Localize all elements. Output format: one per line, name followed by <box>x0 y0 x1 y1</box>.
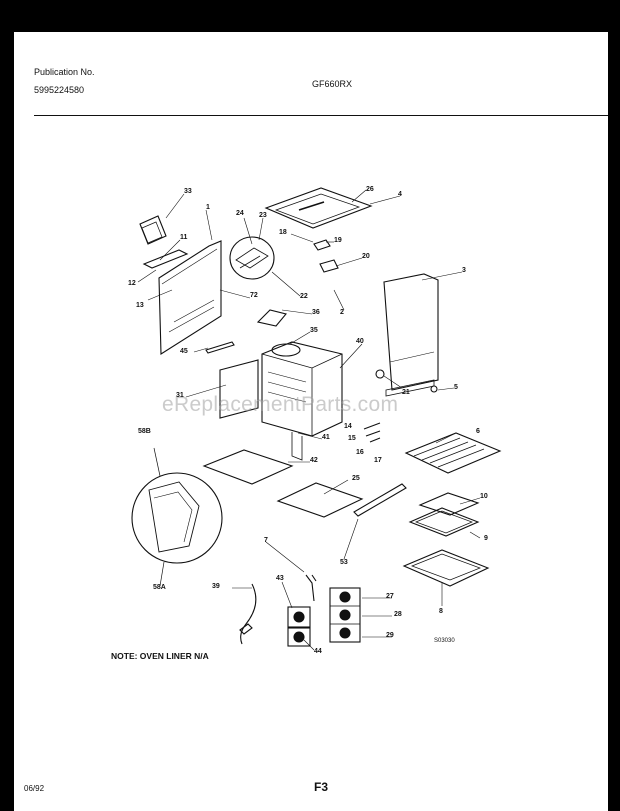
part-label-3: 3 <box>462 267 466 274</box>
part-label-26: 26 <box>366 186 374 193</box>
part-label-7: 7 <box>264 537 268 544</box>
part-26-cooktop <box>264 187 373 229</box>
part-18-shape <box>313 239 331 251</box>
part-39-cord <box>240 583 257 645</box>
publication-number: 5995224580 <box>34 85 85 95</box>
part-label-5: 5 <box>454 384 458 391</box>
part-11-bracket <box>142 249 189 269</box>
part-label-21: 21 <box>402 389 410 396</box>
part-label-18: 18 <box>279 229 287 236</box>
part-31-panel <box>219 359 259 419</box>
part-label-13: 13 <box>136 302 144 309</box>
part-label-15: 15 <box>348 435 356 442</box>
part-label-8: 8 <box>439 608 443 615</box>
footer-page-number: F3 <box>314 780 329 794</box>
part-label-25: 25 <box>352 475 360 482</box>
part-58-insulation-detail <box>131 472 223 564</box>
part-label-27: 27 <box>386 593 394 600</box>
part-label-24: 24 <box>236 210 244 217</box>
part-label-43: 43 <box>276 575 284 582</box>
part-25-panel <box>276 482 364 518</box>
part-label-20: 20 <box>362 253 370 260</box>
part-3-back-panel <box>383 273 439 391</box>
part-label-16: 16 <box>356 449 364 456</box>
part-20-shape <box>319 259 339 273</box>
part-label-39: 39 <box>212 583 220 590</box>
part-42-panel <box>202 449 294 485</box>
part-21-part <box>375 369 385 379</box>
publication-label: Publication No. <box>34 67 95 77</box>
header-divider <box>34 115 608 116</box>
part-label-10: 10 <box>480 493 488 500</box>
oven-body <box>261 341 343 437</box>
part-14-17-parts <box>363 422 381 443</box>
leader-lines <box>137 189 481 651</box>
exploded-view-diagram <box>131 187 502 651</box>
part-label-11: 11 <box>180 234 188 241</box>
part-label-42: 42 <box>310 457 318 464</box>
part-35-burner <box>271 343 301 357</box>
part-label-36: 36 <box>312 309 320 316</box>
part-label-17: 17 <box>374 457 382 464</box>
part-27-29-box <box>329 587 361 643</box>
oven-liner-note: NOTE: OVEN LINER N/A <box>111 651 209 661</box>
part-9-broiler-pan <box>408 507 480 537</box>
part-label-45: 45 <box>180 348 188 355</box>
part-label-29: 29 <box>386 632 394 639</box>
part-8-drawer <box>402 549 490 587</box>
part-label-1: 1 <box>206 204 210 211</box>
footer-date: 06/92 <box>24 784 45 793</box>
parts-diagram-page: Publication No. 5995224580 GF660RX <box>14 32 608 811</box>
part-label-4: 4 <box>398 191 402 198</box>
part-label-23: 23 <box>259 212 267 219</box>
part-6-oven-rack <box>404 432 502 474</box>
part-23-detail-circle <box>229 236 275 280</box>
model-number: GF660RX <box>312 79 353 89</box>
part-5-part <box>430 385 438 393</box>
part-label-58a: 58A <box>153 584 166 591</box>
part-label-58b: 58B <box>138 428 151 435</box>
part-10-broiler-insert <box>418 492 480 516</box>
part-label-14: 14 <box>344 423 352 430</box>
part-label-41: 41 <box>322 434 330 441</box>
part-label-53: 53 <box>340 559 348 566</box>
part-label-40: 40 <box>356 338 364 345</box>
part-label-31: 31 <box>176 392 184 399</box>
part-label-35: 35 <box>310 327 318 334</box>
part-label-72: 72 <box>250 292 258 299</box>
part-label-6: 6 <box>476 428 480 435</box>
part-label-33: 33 <box>184 188 192 195</box>
part-1-side-panel <box>158 240 222 355</box>
part-label-19: 19 <box>334 237 342 244</box>
part-53-rail <box>353 483 407 517</box>
part-label-28: 28 <box>394 611 402 618</box>
part-45-strip <box>205 341 235 354</box>
part-label-22: 22 <box>300 293 308 300</box>
part-label-44: 44 <box>314 648 322 655</box>
part-33-shape <box>139 215 167 245</box>
watermark: eReplacementParts.com <box>162 393 399 416</box>
part-43-knob-box <box>287 606 311 628</box>
part-7-parts <box>305 574 317 602</box>
drawing-code: S03030 <box>434 638 455 644</box>
part-36-shape <box>256 309 287 327</box>
part-label-9: 9 <box>484 535 488 542</box>
part-label-2: 2 <box>340 309 344 316</box>
part-label-12: 12 <box>128 280 136 287</box>
